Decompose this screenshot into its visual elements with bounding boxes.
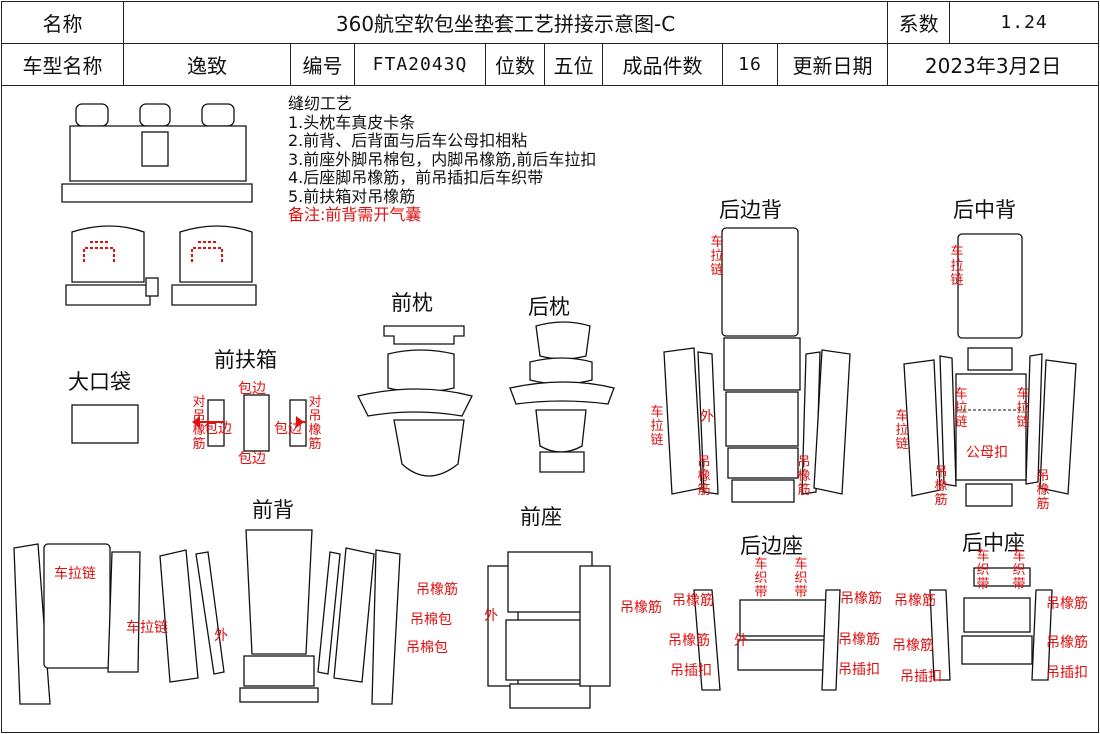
front-back-pieces [13, 529, 401, 705]
callout-zipper: 车拉链 [54, 566, 96, 582]
callout-cotton-pack: 吊棉包 [410, 612, 452, 628]
callout-hem: 包边 [238, 381, 266, 397]
section-rear-mid-back: 后中背 [953, 198, 1016, 222]
callout-hang-buckle: 吊插扣 [670, 663, 712, 679]
callout-zipper: 车拉链 [126, 620, 168, 636]
callout-zipper: 车拉链 [650, 405, 664, 448]
rear-headrest-pieces [509, 321, 615, 473]
drawing-frame [1, 86, 1099, 733]
callout-outer: 外 [484, 608, 498, 624]
notes-item: 5.前扶箱对吊橡筋 [288, 186, 416, 206]
callout-hang-buckle: 吊插扣 [838, 662, 880, 678]
rear-mid-seat-pieces [929, 567, 1053, 681]
rear-mid-back-pieces [903, 233, 1077, 507]
front-armrest-pieces [192, 394, 307, 452]
notes-remark: 备注:前背需开气囊 [288, 205, 422, 224]
sheet-title: 360航空软包坐垫套工艺拼接示意图-C [122, 1, 889, 44]
callout-pair-elastic: 对吊橡筋 [308, 395, 322, 452]
callout-elastic: 吊橡筋 [620, 600, 662, 616]
callout-zipper: 车拉链 [950, 245, 964, 288]
callout-sew-strap: 车织带 [794, 557, 808, 600]
callout-outer: 外 [214, 628, 228, 644]
section-rear-headrest: 后枕 [528, 295, 570, 319]
section-rear-side-back: 后边背 [719, 198, 782, 222]
model-value: 逸致 [123, 43, 291, 86]
coef-label: 系数 [887, 1, 951, 44]
callout-zipper: 车拉链 [895, 409, 909, 452]
section-big-bag: 大口袋 [68, 370, 131, 394]
date-value: 2023年3月2日 [887, 43, 1100, 86]
callout-sew-strap: 车织带 [1012, 549, 1026, 592]
sewing-notes: 缝纫工艺 1.头枕车真皮卡条 2.前背、后背面与后车公母扣相粘 3.前座外脚吊棉… [288, 94, 597, 225]
seats-value: 五位 [544, 43, 603, 86]
callout-elastic: 吊橡筋 [797, 455, 811, 498]
section-front-armrest: 前扶箱 [214, 348, 277, 372]
callout-male-female: 公母扣 [966, 445, 1008, 461]
name-label: 名称 [1, 1, 124, 44]
callout-hem: 包边 [274, 421, 302, 437]
callout-elastic: 吊橡筋 [934, 465, 948, 508]
notes-item: 3.前座外脚吊棉包，内脚吊橡筋,前后车拉扣 [288, 149, 597, 169]
callout-sew-strap: 车织带 [754, 557, 768, 600]
date-label: 更新日期 [776, 43, 889, 86]
section-front-seat: 前座 [520, 505, 562, 529]
section-front-headrest: 前枕 [391, 291, 433, 315]
callout-elastic: 吊橡筋 [672, 593, 714, 609]
callout-elastic: 吊橡筋 [1046, 596, 1088, 612]
front-headrest-pieces [357, 325, 473, 477]
callout-hem: 包边 [204, 421, 232, 437]
callout-zipper: 车拉链 [954, 387, 968, 430]
callout-elastic: 吊橡筋 [1036, 469, 1050, 512]
callout-pair-elastic: 对吊橡筋 [192, 395, 206, 452]
rear-side-back-pieces [663, 227, 851, 503]
callout-hang-buckle: 吊插扣 [1046, 665, 1088, 681]
callout-zipper: 车拉链 [1016, 387, 1030, 430]
notes-item: 1.头枕车真皮卡条 [288, 112, 416, 132]
front-seat-pieces [487, 551, 611, 709]
big-bag-piece [71, 404, 139, 444]
section-front-back: 前背 [252, 498, 294, 522]
callout-cotton-pack: 吊棉包 [406, 640, 448, 656]
seat-overview-sketch [61, 103, 257, 306]
callout-outer: 外 [700, 409, 714, 425]
model-label: 车型名称 [1, 43, 124, 86]
callout-hang-buckle: 吊插扣 [900, 669, 942, 685]
callout-sew-strap: 车织带 [976, 549, 990, 592]
callout-elastic: 吊橡筋 [697, 455, 711, 498]
callout-elastic: 吊橡筋 [416, 582, 458, 598]
notes-title: 缝纫工艺 [288, 94, 353, 113]
callout-hem: 包边 [238, 451, 266, 467]
notes-item: 4.后座脚吊橡筋，前吊插扣后车织带 [288, 168, 544, 187]
callout-elastic: 吊橡筋 [1046, 635, 1088, 651]
rear-side-seat-pieces [693, 589, 841, 691]
notes-item: 2.前背、后背面与后车公母扣相粘 [288, 131, 528, 150]
callout-elastic: 吊橡筋 [892, 638, 934, 654]
callout-zipper: 车拉链 [710, 235, 724, 278]
callout-elastic: 吊橡筋 [840, 591, 882, 607]
section-rear-side-seat: 后边座 [740, 534, 803, 558]
header-table: 名称 360航空软包坐垫套工艺拼接示意图-C 系数 1.24 车型名称 逸致 编… [1, 1, 1100, 86]
callout-elastic: 吊橡筋 [668, 633, 710, 649]
seats-label: 位数 [485, 43, 545, 86]
callout-outer: 外 [734, 633, 748, 649]
callout-elastic: 吊橡筋 [838, 632, 880, 648]
code-label: 编号 [290, 43, 355, 86]
pieces-label: 成品件数 [602, 43, 723, 86]
section-rear-mid-seat: 后中座 [962, 531, 1025, 555]
callout-elastic: 吊橡筋 [894, 593, 936, 609]
pieces-value: 16 [722, 43, 778, 86]
